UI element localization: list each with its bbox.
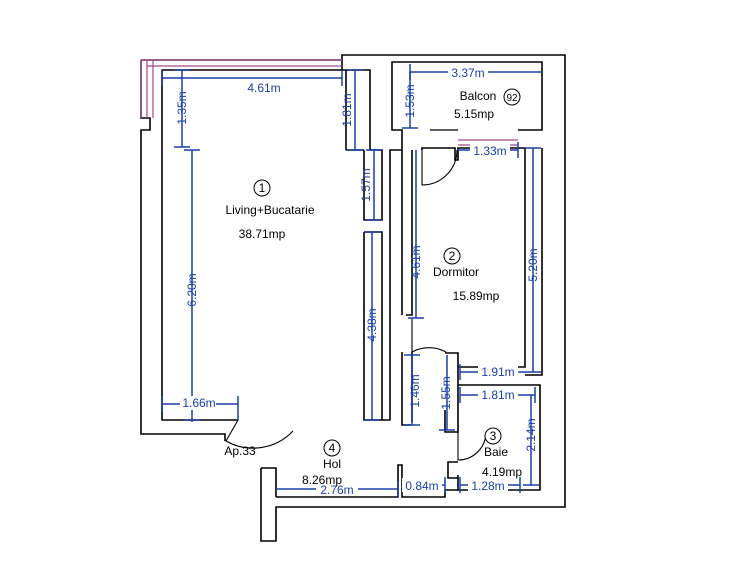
room-living: 1 Living+Bucatarie 38.71mp	[225, 179, 315, 241]
dim-living-top-left: 1.35m	[175, 91, 189, 124]
dim-bath-bottom: 1.28m	[471, 479, 504, 493]
dim-hol-bottom: 2.76m	[320, 483, 353, 497]
room-baie: 3 Baie 4.19mp	[482, 427, 522, 479]
dim-bed-left: 4.61m	[409, 245, 423, 278]
room-name: Baie	[484, 445, 508, 459]
room-area: 8.26mp	[302, 473, 342, 487]
dim-bed-top: 1.33m	[473, 144, 506, 158]
room-balcon: Balcon 92 5.15mp	[454, 88, 521, 121]
room-number: 3	[490, 429, 497, 443]
room-area: 38.71mp	[239, 227, 286, 241]
room-area: 5.15mp	[454, 107, 494, 121]
dimension-labels: 4.61m 1.35m 1.81m 1.57m 6.20m 4.38m 1.66…	[175, 66, 540, 497]
room-number: 2	[449, 249, 456, 263]
room-area: 4.19mp	[482, 465, 522, 479]
doors	[225, 149, 487, 461]
dim-bath-top: 1.81m	[481, 388, 514, 402]
room-name: Living+Bucatarie	[225, 203, 314, 217]
room-number: 4	[329, 441, 336, 455]
apartment-label: Ap.33	[224, 444, 256, 458]
dimension-lines	[161, 64, 542, 497]
dim-living-width: 4.61m	[247, 81, 280, 95]
room-number: 1	[259, 181, 266, 195]
dim-bed-right: 5.20m	[526, 248, 540, 281]
room-name: Dormitor	[433, 265, 479, 279]
dim-living-right-mid: 1.57m	[359, 168, 373, 201]
dim-bath-right: 2.14m	[524, 418, 538, 451]
dim-bed-bottom: 1.91m	[481, 365, 514, 379]
dim-hol-vert-2: 1.55m	[439, 376, 453, 409]
dim-living-left: 6.20m	[185, 273, 199, 306]
dim-balcony-height: 1.53m	[403, 84, 417, 117]
dim-living-bottom: 1.66m	[182, 396, 215, 410]
room-hol: 4 Hol 8.26mp	[302, 439, 342, 487]
dim-hol-vert-1: 1.46m	[408, 374, 422, 407]
dim-hol-bottom-2: 0.84m	[405, 479, 438, 493]
room-dormitor: 2 Dormitor 15.89mp	[433, 247, 500, 303]
balcony-badge: 92	[506, 93, 518, 104]
dim-balcony-width: 3.37m	[451, 66, 484, 80]
dim-living-top-right: 1.81m	[340, 93, 354, 126]
dim-living-right-low: 4.38m	[365, 308, 379, 341]
room-name: Hol	[323, 457, 341, 471]
room-name: Balcon	[460, 89, 497, 103]
room-area: 15.89mp	[453, 289, 500, 303]
